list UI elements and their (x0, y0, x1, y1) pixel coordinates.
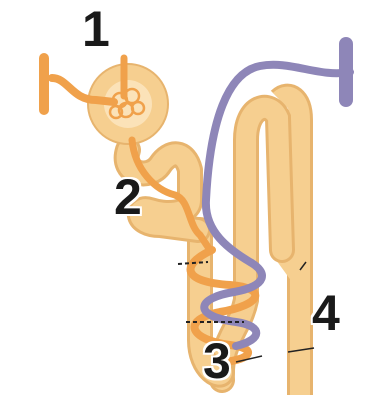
label-2: 2 (114, 172, 142, 222)
label-1: 1 (82, 4, 110, 54)
label-3: 3 (203, 336, 231, 386)
label-4: 4 (312, 288, 340, 338)
